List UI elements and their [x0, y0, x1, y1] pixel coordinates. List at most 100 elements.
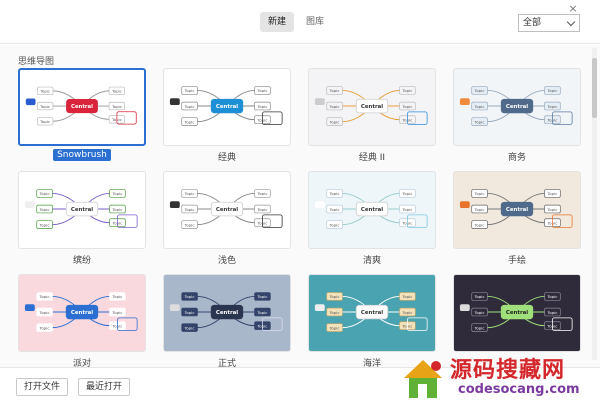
tab-bar: 新建 图库: [260, 12, 332, 32]
topic-label: Topic: [546, 191, 557, 196]
subtopic-group: [117, 317, 138, 331]
topic-node: [181, 220, 198, 229]
topic-node: [37, 117, 54, 126]
central-label: Central: [506, 207, 528, 213]
topic-label: Topic: [474, 294, 485, 299]
topic-node: [544, 307, 561, 317]
template-name-text: 正式: [217, 359, 236, 367]
topic-label: Topic: [546, 323, 557, 328]
topic-label: Topic: [184, 119, 195, 124]
open-file-button[interactable]: 打开文件: [16, 378, 69, 396]
recent-files-button[interactable]: 最近打开: [78, 378, 131, 396]
template-name-text: 海洋: [362, 359, 381, 367]
topic-label: Topic: [39, 222, 50, 227]
central-label: Central: [71, 207, 93, 213]
template-name: 经典: [163, 150, 291, 163]
topic-label: Topic: [474, 310, 485, 315]
topic-label: Topic: [256, 323, 267, 328]
topic-node: [544, 101, 561, 111]
topic-label: Topic: [256, 191, 267, 196]
scrollbar-thumb[interactable]: [592, 58, 597, 118]
root-marker: [169, 201, 180, 209]
topic-node: [36, 220, 53, 229]
topic-node: [181, 204, 198, 214]
topic-node: [108, 86, 125, 95]
topic-node: [326, 101, 343, 111]
topic-label: Topic: [401, 191, 412, 196]
topic-node: [326, 189, 343, 198]
topic-label: Topic: [329, 222, 340, 227]
template-name: 海洋: [308, 356, 436, 367]
topic-node: [108, 101, 125, 111]
house-logo-icon: [404, 360, 442, 398]
central-node: [355, 98, 389, 114]
topic-label: Topic: [39, 207, 50, 212]
template-name: 商务: [453, 150, 581, 163]
topic-label: Topic: [111, 207, 122, 212]
tab-new[interactable]: 新建: [260, 12, 295, 32]
topic-node: [399, 86, 416, 95]
topic-label: Topic: [184, 207, 195, 212]
topic-label: Topic: [474, 325, 485, 330]
topic-label: Topic: [184, 191, 195, 196]
topic-node: [471, 189, 488, 198]
close-icon[interactable]: ×: [568, 2, 578, 15]
topic-label: Topic: [401, 323, 412, 328]
topic-node: [471, 292, 488, 301]
root-marker: [169, 98, 180, 106]
template-name-text: 清爽: [362, 256, 381, 266]
central-node: [500, 201, 534, 217]
topic-label: Topic: [546, 220, 557, 225]
topic-label: Topic: [401, 207, 412, 212]
scope-select[interactable]: 全部: [518, 14, 580, 32]
scrollbar[interactable]: [592, 48, 597, 360]
topic-label: Topic: [39, 104, 50, 109]
topic-label: Topic: [256, 220, 267, 225]
chevron-down-icon: [566, 17, 576, 27]
central-node: [210, 304, 244, 320]
central-node: [65, 201, 99, 217]
topic-node: [181, 189, 198, 198]
topic-label: Topic: [329, 104, 340, 109]
topic-label: Topic: [401, 117, 412, 122]
section-title: 思维导图: [18, 57, 55, 67]
subtopic-group: [407, 317, 428, 331]
central-label: Central: [361, 104, 383, 110]
topic-label: Topic: [184, 325, 195, 330]
central-node: [210, 201, 244, 217]
topic-node: [181, 117, 198, 126]
root-marker: [314, 201, 325, 209]
dialog-footer: 打开文件 最近打开: [0, 367, 600, 404]
topic-label: Topic: [184, 310, 195, 315]
topic-node: [181, 307, 198, 317]
topic-node: [181, 292, 198, 301]
topic-node: [544, 292, 561, 301]
root-marker: [24, 304, 35, 312]
topic-node: [399, 101, 416, 111]
watermark-en: codesocang.com: [458, 382, 580, 397]
topic-label: Topic: [39, 325, 50, 330]
topic-node: [399, 204, 416, 214]
topic-node: [37, 86, 54, 95]
tab-gallery[interactable]: 图库: [306, 17, 325, 27]
template-name-text: 缤纷: [72, 256, 91, 266]
topic-label: Topic: [111, 294, 122, 299]
central-label: Central: [216, 310, 238, 316]
